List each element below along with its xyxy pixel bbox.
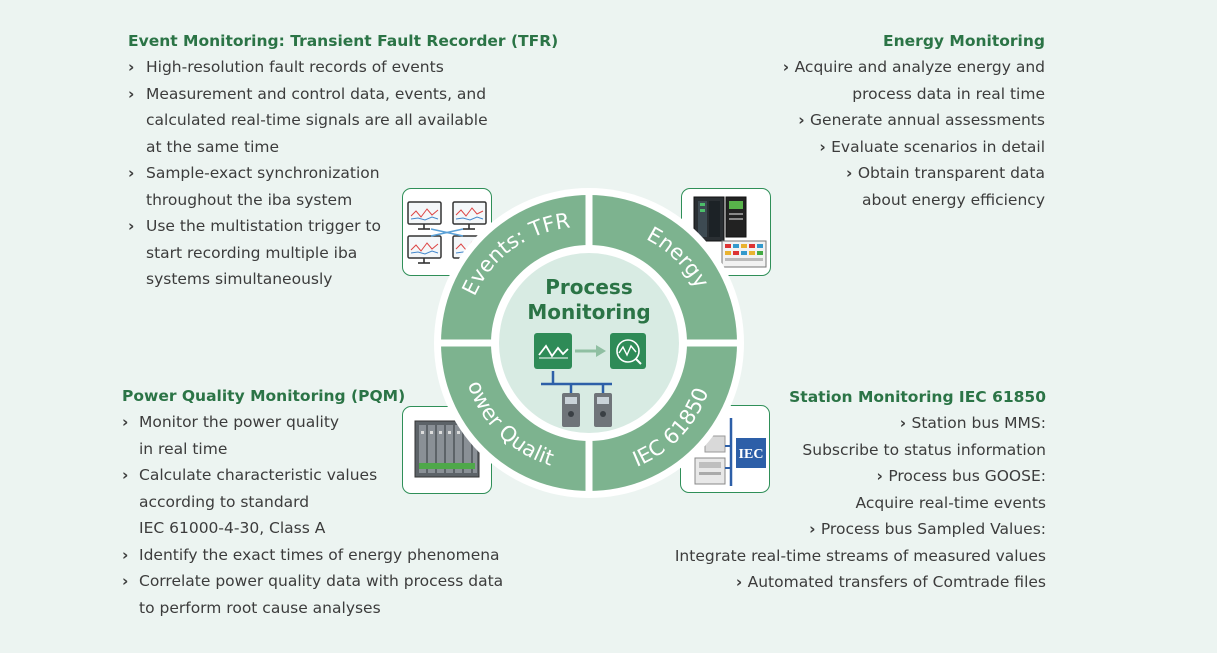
list-item: Identify the exact times of energy pheno… [122,542,503,569]
energy-monitoring-list: Acquire and analyze energy and process da… [740,54,1045,213]
list-item-line: Process bus GOOSE: [640,463,1046,490]
power-quality-section: Power Quality Monitoring (PQM) Monitor t… [122,383,503,621]
list-item-line: process data in real time [852,84,1045,103]
list-item-line: systems simultaneously [146,270,333,288]
list-item: Measurement and control data, events, an… [128,81,558,161]
energy-device-icon [693,196,767,268]
list-item-line: Obtain transparent data [740,160,1045,187]
list-item-line: Sample-exact synchronization [146,164,380,182]
list-item-line: Automated transfers of Comtrade files [640,569,1046,596]
list-item: Evaluate scenarios in detail [740,134,1045,161]
station-monitoring-title: Station Monitoring IEC 61850 [789,388,1046,406]
iec-logo-text: IEC [739,447,764,462]
list-item: Process bus Sampled Values: Integrate rea… [640,516,1046,569]
bus-connection-lines [541,371,612,393]
list-item: Calculate characteristic values according… [122,462,503,542]
station-monitoring-section: Station Monitoring IEC 61850 Station bus… [640,384,1046,596]
segment-label-power-quality: Power Quality [0,0,557,470]
list-item: Process bus GOOSE: Acquire real-time even… [640,463,1046,516]
list-item: Automated transfers of Comtrade files [640,569,1046,596]
list-item-line: Process bus Sampled Values: [640,516,1046,543]
power-quality-list: Monitor the power quality in real timeCal… [122,409,503,621]
tfr-monitors-card [402,188,492,276]
list-item-line: Calculate characteristic values [139,466,378,484]
field-device-icon [562,393,612,427]
list-item-line: Acquire and analyze energy and [740,54,1045,81]
energy-monitoring-section: Energy Monitoring Acquire and analyze en… [740,28,1045,213]
list-item-line: Measurement and control data, events, an… [146,84,487,103]
list-item-line: Station bus MMS: [640,410,1046,437]
list-item: High-resolution fault records of events [128,54,558,81]
list-item: Station bus MMS: Subscribe to status info… [640,410,1046,463]
list-item-line: Acquire real-time events [855,493,1046,512]
list-item-line: Evaluate scenarios in detail [740,134,1045,161]
list-item-line: Integrate real-time streams of measured … [674,546,1046,565]
list-item-line: Generate annual assessments [740,107,1045,134]
list-item: Use the multistation trigger to start rec… [128,213,558,293]
signal-processing-icon [534,333,572,369]
list-item-line: at the same time [146,137,280,156]
list-item: Correlate power quality data with proces… [122,568,503,621]
list-item: Acquire and analyze energy and process da… [740,54,1045,107]
list-item: Monitor the power quality in real time [122,409,503,462]
list-item-line: throughout the iba system [146,190,353,209]
list-item-line: start recording multiple iba [146,243,358,262]
list-item-line: Identify the exact times of energy pheno… [139,545,500,564]
list-item-line: calculated real-time signals are all ava… [146,111,488,129]
list-item: Generate annual assessments [740,107,1045,134]
event-monitoring-list: High-resolution fault records of eventsM… [128,54,558,293]
list-item-line: Use the multistation trigger to [146,217,381,235]
list-item-line: Correlate power quality data with proces… [139,572,504,590]
event-monitoring-title: Event Monitoring: Transient Fault Record… [128,32,559,50]
list-item-line: to perform root cause analyses [139,598,381,617]
list-item-line: in real time [139,439,228,458]
wheel-dividers [436,190,742,496]
center-title-line2: Monitoring [527,300,650,324]
iec-device-icon: IEC [694,418,766,486]
power-quality-title: Power Quality Monitoring (PQM) [122,387,406,405]
list-item: Sample-exact synchronization throughout t… [128,160,558,213]
energy-monitoring-title: Energy Monitoring [883,32,1045,50]
wheel-center-disc [499,253,679,433]
station-monitoring-list: Station bus MMS: Subscribe to status info… [640,410,1046,596]
analysis-gauge-icon [610,333,646,369]
list-item-line: IEC 61000-4-30, Class A [139,519,326,537]
list-item-line: Monitor the power quality [139,413,340,431]
list-item-line: about energy efficiency [862,190,1045,209]
arrow-right-icon [575,345,606,357]
list-item-line: according to standard [139,492,310,511]
list-item-line: High-resolution fault records of events [146,58,444,76]
center-title-line1: Process [545,275,633,299]
list-item: Obtain transparent data about energy effi… [740,160,1045,213]
event-monitoring-section: Event Monitoring: Transient Fault Record… [128,28,558,293]
list-item-line: Subscribe to status information [802,440,1046,459]
